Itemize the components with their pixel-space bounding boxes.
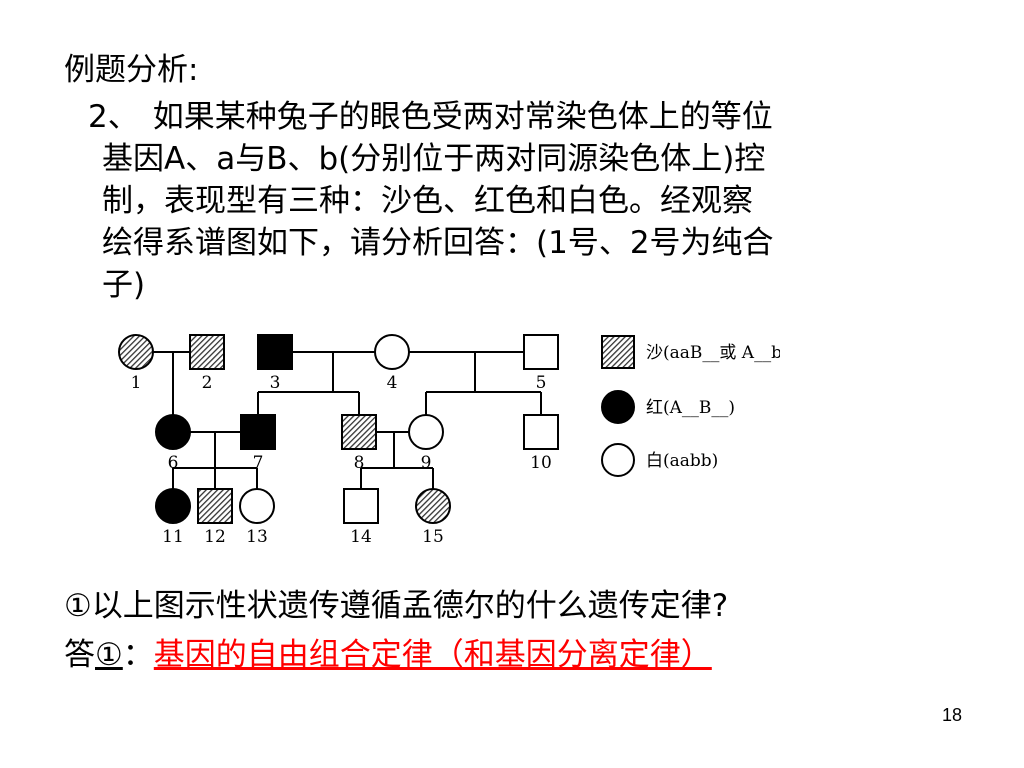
question-line-3: 制，表现型有三种：沙色、红色和白色。经观察 <box>102 183 753 219</box>
female-sandy-circle-15 <box>415 488 451 524</box>
individual-label-1: 1 <box>131 373 142 393</box>
question-line-1: 2、如果某种兔子的眼色受两对常染色体上的等位 <box>88 96 968 138</box>
answer-prefix: 答 <box>64 637 95 673</box>
question-number: 2、 <box>88 99 139 135</box>
individual-label-13: 13 <box>246 527 268 547</box>
male-sandy-square-12 <box>197 488 233 524</box>
female-red-circle-11 <box>155 488 191 524</box>
legend-label-white: 白(aabb) <box>646 451 718 471</box>
legend-symbol-sandy <box>601 335 635 369</box>
individual-label-7: 7 <box>253 453 264 473</box>
legend-symbol-red <box>601 390 635 424</box>
legend-symbol-white <box>601 443 635 477</box>
individual-label-15: 15 <box>422 527 444 547</box>
individual-label-14: 14 <box>350 527 372 547</box>
question-line-5: 子) <box>102 267 146 303</box>
individual-label-11: 11 <box>162 527 184 547</box>
male-white-square-14 <box>343 488 379 524</box>
answer-marker: ① <box>95 637 123 673</box>
slide-title: 例题分析: <box>64 52 199 88</box>
individual-label-4: 4 <box>387 373 398 393</box>
legend-label-red: 红(A__B__) <box>646 398 735 418</box>
female-white-circle-9 <box>408 414 444 450</box>
individual-label-2: 2 <box>202 373 213 393</box>
pedigree-legend: 沙(aaB__或 A__bb) 红(A__B__) 白(aabb) <box>601 335 780 477</box>
female-sandy-circle-1 <box>118 334 154 370</box>
question-line-2: 基因A、a与B、b(分别位于两对同源染色体上)控 <box>102 141 766 177</box>
female-white-circle-13 <box>239 488 275 524</box>
page-number: 18 <box>941 705 962 725</box>
answer-line: 答①：基因的自由组合定律（和基因分离定律） <box>64 634 712 676</box>
male-white-square-5 <box>523 334 559 370</box>
female-white-circle-4 <box>374 334 410 370</box>
individual-label-10: 10 <box>530 453 552 473</box>
answer-text: 基因的自由组合定律（和基因分离定律） <box>153 637 712 673</box>
individual-label-9: 9 <box>421 453 432 473</box>
pedigree-connector-lines <box>153 351 542 489</box>
individual-label-5: 5 <box>536 373 547 393</box>
male-sandy-square-8 <box>341 414 377 450</box>
male-sandy-square-2 <box>189 334 225 370</box>
individual-label-12: 12 <box>204 527 226 547</box>
male-red-square-3 <box>257 334 293 370</box>
answer-colon: ： <box>122 637 154 673</box>
legend-label-sandy: 沙(aaB__或 A__bb) <box>646 343 780 363</box>
individual-label-6: 6 <box>168 453 179 473</box>
individual-label-3: 3 <box>270 373 281 393</box>
pedigree-individuals <box>118 334 559 524</box>
question-line-4: 绘得系谱图如下，请分析回答：(1号、2号为纯合 <box>102 225 774 261</box>
female-red-circle-6 <box>155 414 191 450</box>
question-line-1-text: 如果某种兔子的眼色受两对常染色体上的等位 <box>152 99 773 135</box>
male-red-square-7 <box>240 414 276 450</box>
individual-label-8: 8 <box>354 453 365 473</box>
male-white-square-10 <box>523 414 559 450</box>
question-text: 2、如果某种兔子的眼色受两对常染色体上的等位 基因A、a与B、b(分别位于两对同… <box>88 96 968 306</box>
sub-question: ①以上图示性状遗传遵循孟德尔的什么遗传定律? <box>64 588 729 624</box>
